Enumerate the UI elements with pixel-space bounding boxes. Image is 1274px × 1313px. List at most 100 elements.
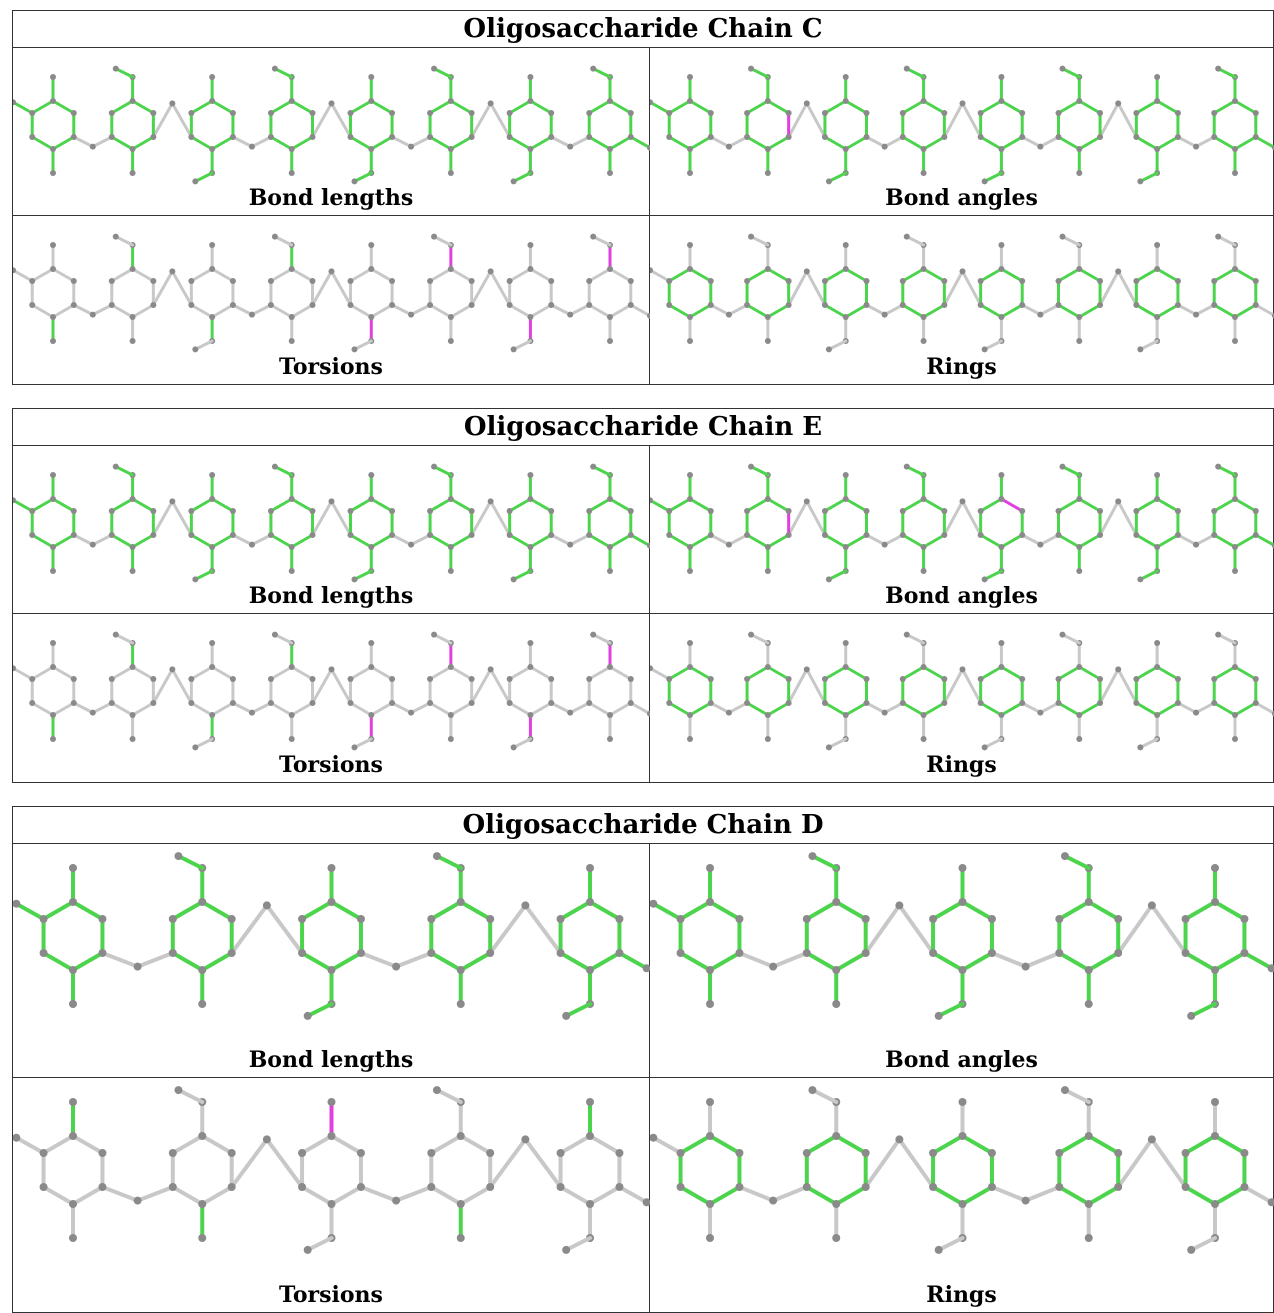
panel-label: Rings <box>926 752 997 778</box>
atom <box>627 532 634 538</box>
atom <box>108 532 115 538</box>
substituent-bond <box>650 100 671 115</box>
ring-bond <box>290 497 314 513</box>
ring-bond <box>999 701 1024 717</box>
atom <box>556 1183 565 1191</box>
linker-bond <box>409 303 432 317</box>
atom <box>248 311 255 318</box>
atom <box>486 1149 495 1157</box>
atom <box>586 1132 594 1140</box>
panel-rings: Rings <box>650 614 1274 782</box>
atom <box>456 1000 465 1008</box>
atom <box>1174 134 1181 140</box>
atom <box>309 508 316 514</box>
linker-bond <box>409 533 432 547</box>
atom <box>998 664 1005 670</box>
atom <box>50 74 56 80</box>
ring-bond <box>269 665 294 681</box>
linker-bond <box>883 135 905 149</box>
substituent-bond <box>273 465 294 477</box>
substituent-bond <box>827 171 848 183</box>
linker-bond <box>1023 1185 1062 1203</box>
substituent-bond <box>1060 67 1081 79</box>
atom <box>447 664 454 670</box>
ring-bond <box>458 1134 493 1155</box>
atom <box>229 278 236 284</box>
atom <box>748 463 755 470</box>
atom <box>389 134 396 140</box>
linker-bond <box>805 667 827 705</box>
atom <box>129 544 136 550</box>
ring-bond <box>200 1134 234 1155</box>
ring-bond <box>766 99 791 115</box>
linker-bond <box>91 701 114 715</box>
ring-bond <box>844 99 868 115</box>
ring-bond <box>1183 900 1217 921</box>
atom <box>129 664 136 670</box>
atom <box>1193 709 1200 716</box>
molecule-diagram <box>13 631 650 751</box>
atom <box>174 1086 183 1095</box>
linker-bond <box>310 499 333 537</box>
ring-bond <box>449 665 474 681</box>
atom <box>764 496 771 502</box>
ring-bond <box>1155 665 1180 681</box>
atom <box>98 1183 107 1191</box>
linker-bond <box>883 533 905 547</box>
ring-bond <box>210 267 235 283</box>
atom <box>735 915 744 923</box>
atom <box>1211 508 1218 514</box>
ring-bond <box>349 99 373 115</box>
atom <box>408 709 415 716</box>
atom <box>1076 314 1083 320</box>
atom <box>1174 508 1181 514</box>
atom <box>271 631 278 638</box>
linker-bond <box>1098 499 1120 537</box>
atom <box>1181 1149 1190 1157</box>
ring-bond <box>449 267 474 283</box>
ring-bond <box>71 951 105 972</box>
atom <box>1133 508 1140 514</box>
linker-bond <box>737 951 776 969</box>
atom <box>832 898 841 906</box>
atom <box>69 966 77 974</box>
atom <box>368 74 375 80</box>
substituent-bond <box>1060 465 1081 477</box>
atom <box>764 98 771 104</box>
atom <box>687 640 693 646</box>
atom <box>29 700 36 706</box>
linker-bond <box>470 499 493 537</box>
atom <box>29 302 36 308</box>
ring-bond <box>834 1185 868 1206</box>
atom <box>298 949 307 957</box>
ring-bond <box>901 497 926 513</box>
atom <box>607 146 613 152</box>
atom <box>687 314 693 320</box>
atom <box>527 640 534 646</box>
atom <box>627 700 634 706</box>
linker-bond <box>1176 533 1198 547</box>
ring-bond <box>30 135 55 151</box>
atom <box>1187 1245 1196 1254</box>
linker-bond <box>1116 499 1138 537</box>
ring-bond <box>931 951 965 972</box>
atom <box>567 143 574 150</box>
atom <box>941 110 948 116</box>
atom <box>108 278 115 284</box>
atom <box>150 508 157 514</box>
ring-bond <box>766 533 791 549</box>
substituent-bond <box>650 268 671 283</box>
atom <box>389 110 396 116</box>
panel-rings: Rings <box>650 216 1274 384</box>
linker-bond <box>310 101 333 139</box>
atom <box>487 268 494 275</box>
molecule-diagram <box>13 1086 650 1254</box>
linker-bond <box>1149 1137 1188 1189</box>
atom <box>1019 532 1026 538</box>
atom <box>1076 146 1083 152</box>
ring-bond <box>428 303 453 319</box>
substituent-bond <box>352 737 373 749</box>
linker-bond <box>394 1185 434 1203</box>
atom <box>958 898 967 906</box>
ring-bond <box>804 900 839 921</box>
